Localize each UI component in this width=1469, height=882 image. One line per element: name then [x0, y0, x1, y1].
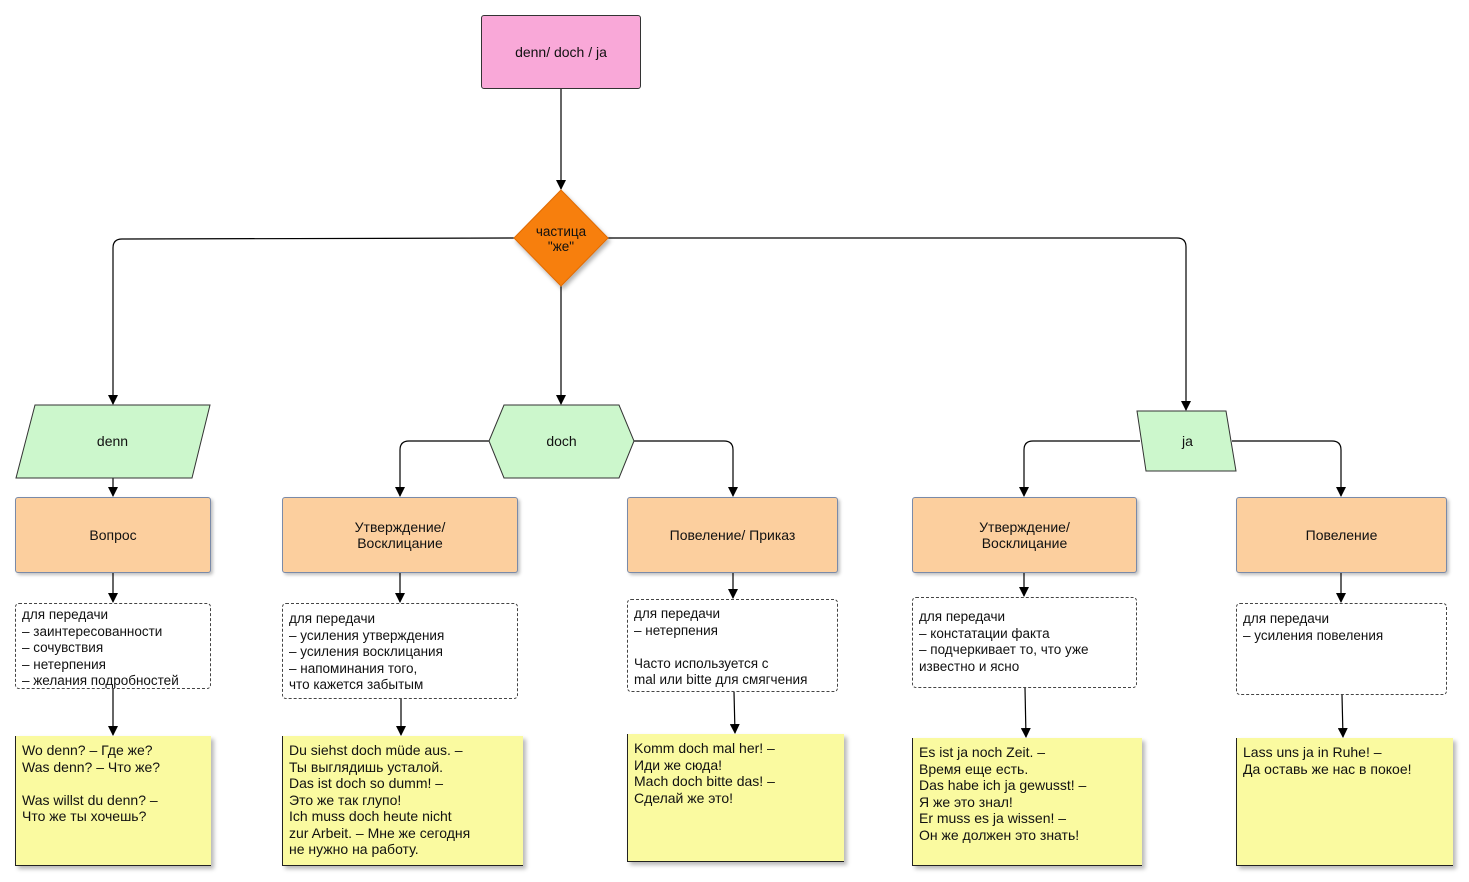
category-denn-question: Вопрос — [15, 497, 211, 573]
category-doch-command: Повеление/ Приказ — [627, 497, 838, 573]
note-ja-command: для передачи – усиления повеления — [1236, 603, 1447, 695]
example-ja-command: Lass uns ja in Ruhe! – Да оставь же нас … — [1236, 738, 1453, 866]
particle-denn-label: denn — [96, 432, 129, 449]
note-doch-statement: для передачи – усиления утверждения – ус… — [282, 603, 518, 699]
example-denn-question: Wo denn? – Где же? Was denn? – Что же? W… — [15, 736, 211, 866]
particle-ja-label: ja — [1182, 432, 1193, 449]
connector-hub-denn — [108, 237, 516, 405]
ja-parallelogram-shape — [1136, 410, 1237, 472]
particle-doch-label: doch — [546, 432, 577, 449]
example-doch-command: Komm doch mal her! – Иди же сюда! Mach d… — [627, 734, 844, 862]
connector-doch-statement — [395, 440, 490, 497]
connector-ja-statement-example — [1020, 687, 1031, 738]
category-denn-question-label: Вопрос — [89, 527, 137, 543]
hub-diamond-shape — [513, 189, 609, 287]
category-doch-statement: Утверждение/ Восклицание — [282, 497, 518, 573]
category-ja-statement: Утверждение/ Восклицание — [912, 497, 1137, 573]
connector-doch-command — [633, 440, 738, 497]
connector-ja-command-example — [1337, 694, 1348, 738]
connector-hub-ja — [607, 237, 1191, 411]
doch-hexagon-shape — [488, 404, 635, 479]
denn-parallelogram-shape — [15, 404, 211, 479]
connector-doch-command-example — [729, 691, 740, 734]
category-ja-command: Повеление — [1236, 497, 1447, 573]
category-doch-statement-label: Утверждение/ Восклицание — [354, 519, 446, 551]
note-doch-command: для передачи – нетерпения Часто использу… — [627, 599, 838, 692]
hub-label: частица "же" — [535, 224, 587, 254]
category-doch-command-label: Повеление/ Приказ — [669, 527, 796, 543]
connector-ja-command — [1232, 440, 1346, 497]
root-node: denn/ doch / ja — [481, 15, 641, 89]
connector-ja-statement — [1019, 440, 1140, 497]
note-denn-question: для передачи – заинтересованности – сочу… — [15, 603, 211, 689]
example-ja-statement: Es ist ja noch Zeit. – Время еще есть. D… — [912, 738, 1142, 866]
root-label: denn/ doch / ja — [515, 44, 607, 60]
note-ja-statement: для передачи – констатации факта – подче… — [912, 597, 1137, 688]
category-ja-command-label: Повеление — [1305, 527, 1378, 543]
category-ja-statement-label: Утверждение/ Восклицание — [979, 519, 1070, 551]
example-doch-statement: Du siehst doch müde aus. – Ты выглядишь … — [282, 736, 523, 866]
